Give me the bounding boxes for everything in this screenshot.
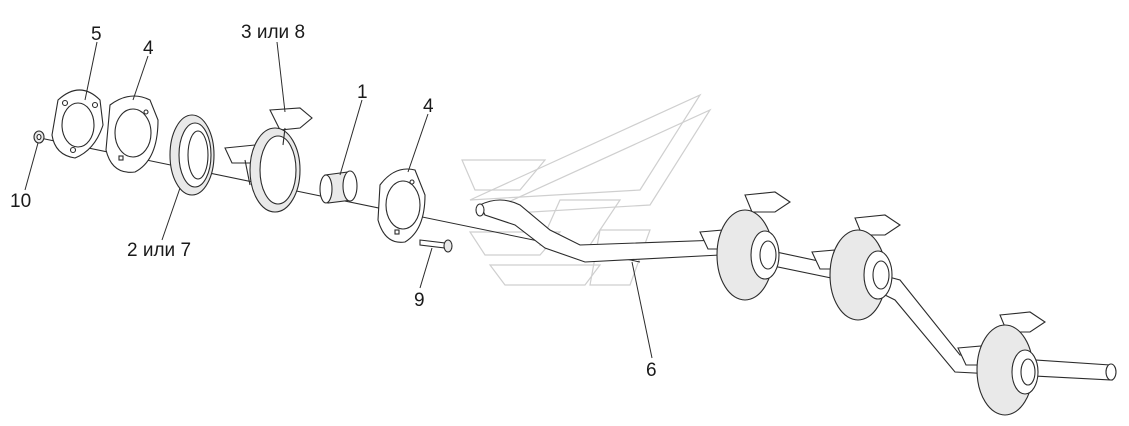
callout-1: 1 [357,82,368,103]
callout-4-left: 4 [143,38,154,59]
part-4-plate-right [377,168,426,243]
shaft-clamp-assembly-3 [957,311,1046,416]
callout-5: 5 [91,24,102,45]
part-4-plate-left [105,95,159,173]
part-6-shaft [475,199,1117,381]
callout-2-or-7: 2 или 7 [127,240,191,261]
part-5-gasket [51,89,104,159]
shaft-clamp-assembly-2 [811,214,901,321]
callout-3-or-8: 3 или 8 [241,22,305,43]
callout-4-right: 4 [423,96,434,117]
callout-10: 10 [10,191,31,212]
shaft-clamp-assembly-1 [699,191,791,301]
part-1-bushing [319,170,358,204]
part-10-nut [33,130,45,144]
callout-6: 6 [646,360,657,381]
leader-lines [24,41,653,359]
part-2-or-7-ring [169,114,215,196]
part-9-bolt [419,239,453,253]
part-3-or-8-clamp [224,107,313,213]
callout-9: 9 [414,290,425,311]
